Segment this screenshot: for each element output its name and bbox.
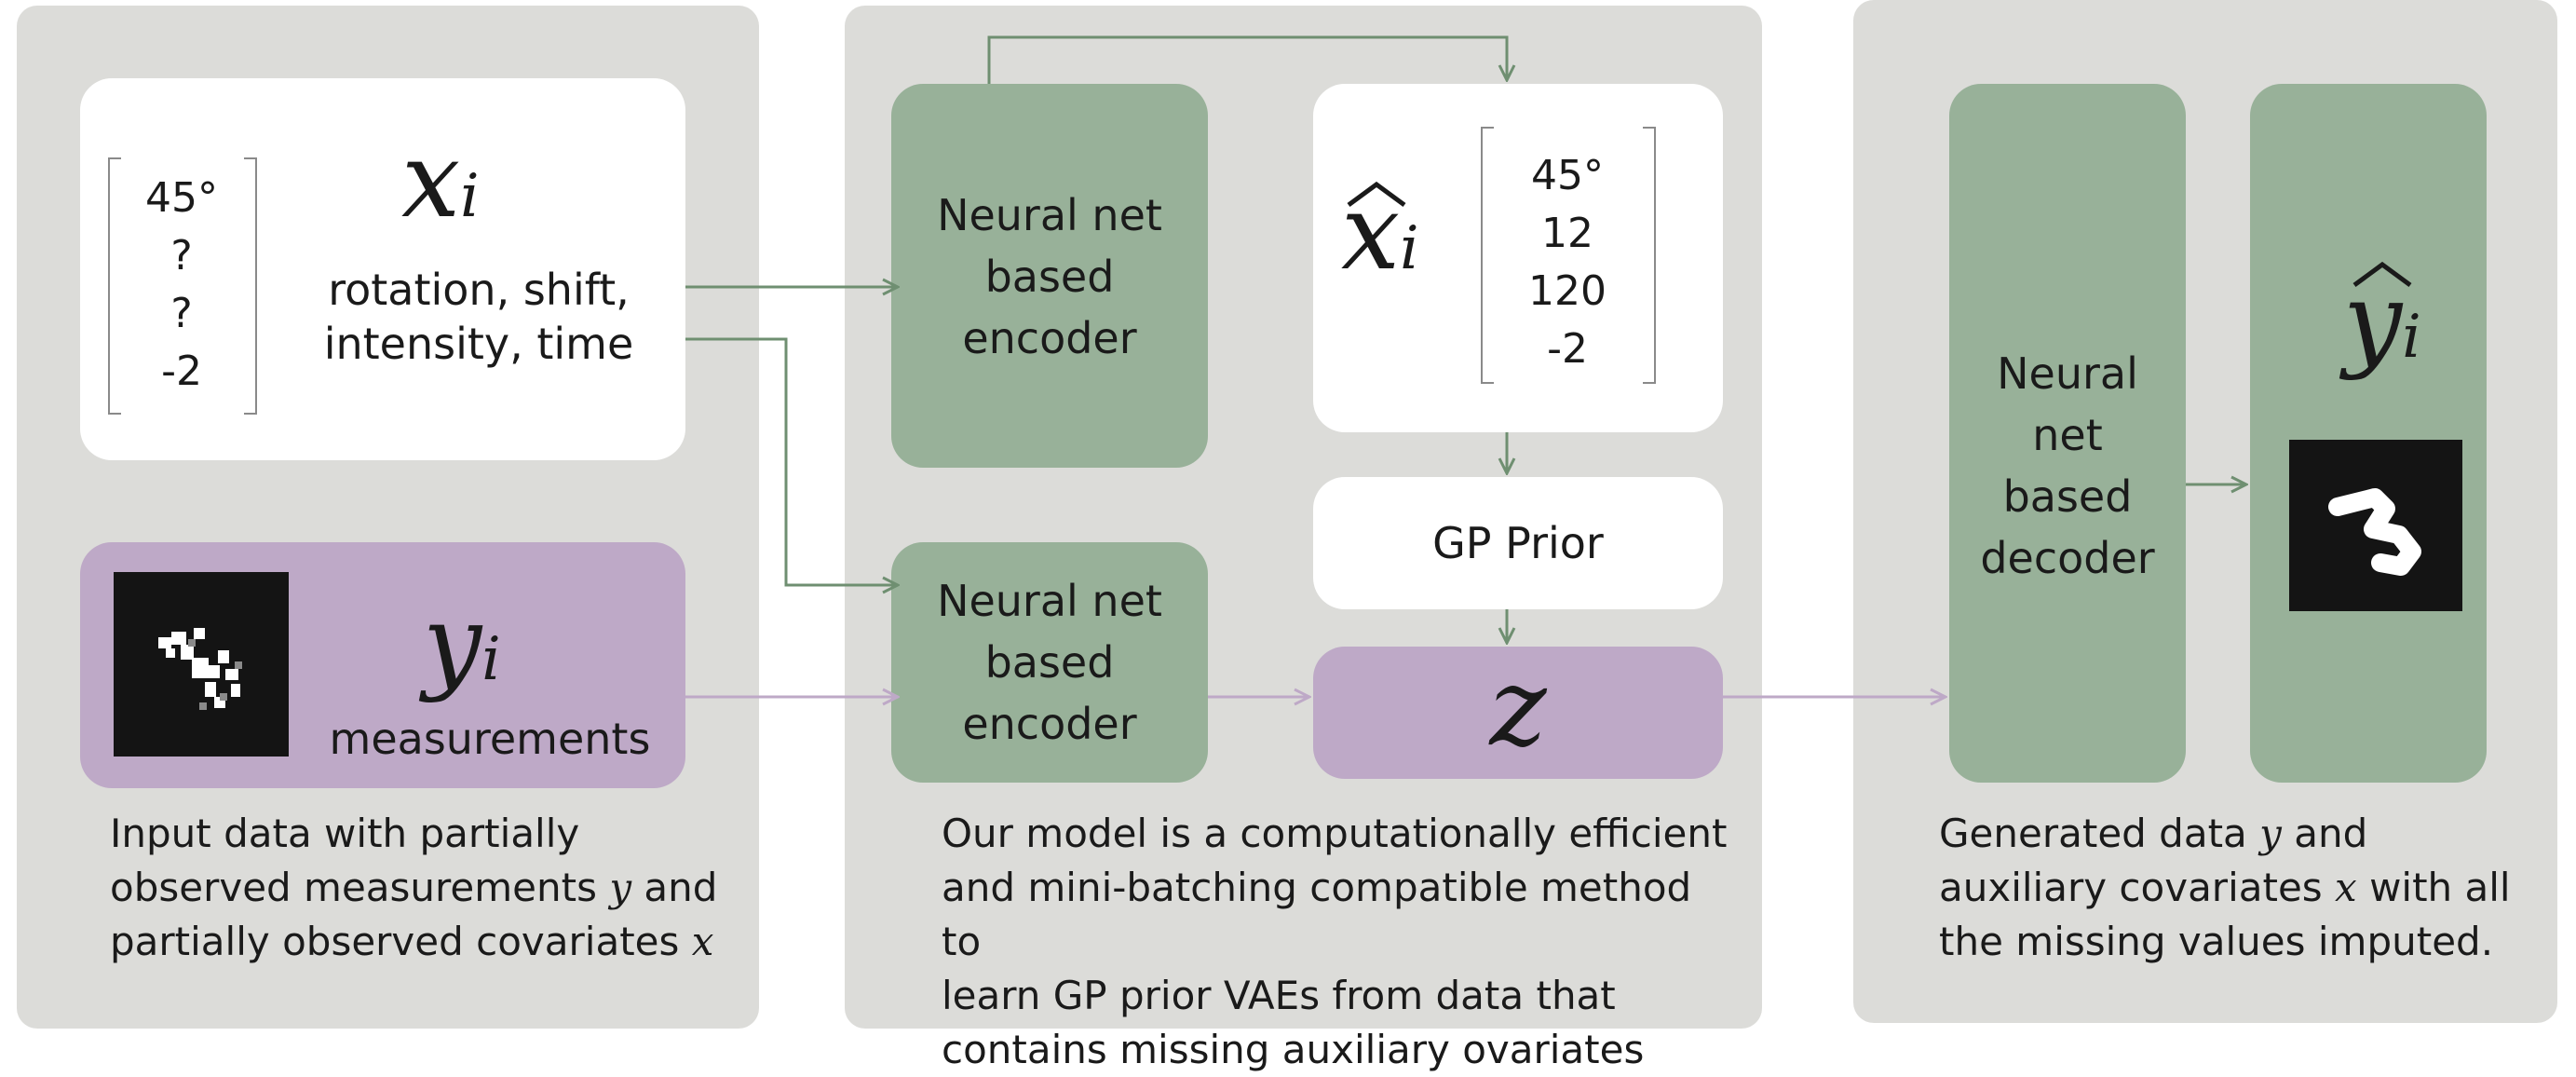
measurement-image	[114, 572, 289, 757]
generated-output-box: yi	[2250, 84, 2487, 783]
imputed-value: -2	[1547, 325, 1588, 373]
z-symbol: z	[1489, 645, 1547, 770]
x-i-symbol: xi	[401, 120, 480, 241]
encoder-covariates-box: Neural net based encoder	[891, 84, 1208, 468]
latent-z-box: z	[1313, 647, 1723, 779]
covariate-vector: 45° ? ? -2	[119, 170, 244, 401]
gp-prior-label: GP Prior	[1432, 518, 1604, 568]
output-caption: Generated data y and auxiliary covariate…	[1939, 811, 2511, 964]
imputed-value: 12	[1541, 210, 1593, 257]
connectors	[685, 35, 2576, 1030]
covariates-box: 45° ? ? -2 xi rotation, shift, intensity…	[80, 78, 685, 460]
hat-accent	[2352, 261, 2412, 288]
decoder-label: Neural net based decoder	[1980, 348, 2155, 583]
encoder-covariates-label: Neural net based encoder	[937, 190, 1162, 363]
covariate-value: 45°	[145, 174, 218, 222]
y-hat-i-symbol: yi	[2343, 261, 2421, 382]
imputed-vector: 45° 12 120 -2	[1492, 147, 1643, 378]
decoder-box: Neural net based decoder	[1949, 84, 2186, 783]
measurements-box: yi measurements	[80, 542, 685, 788]
covariate-value: ?	[170, 290, 193, 337]
gp-prior-box: GP Prior	[1313, 477, 1723, 609]
imputed-covariates-box: xi 45° 12 120 -2	[1313, 84, 1723, 432]
covariates-description: rotation, shift, intensity, time	[323, 265, 634, 369]
imputed-value: 120	[1528, 267, 1607, 315]
imputed-value: 45°	[1531, 152, 1604, 199]
measurements-label: measurements	[329, 714, 651, 764]
y-i-symbol: yi	[423, 583, 501, 704]
imputed-vector-bracket-left	[1481, 127, 1494, 384]
covariate-vector-bracket-right	[244, 157, 257, 415]
imputed-vector-bracket-right	[1643, 127, 1656, 384]
covariate-value: ?	[170, 232, 193, 279]
encoder-measurements-box: Neural net based encoder	[891, 542, 1208, 783]
hat-accent	[1347, 181, 1406, 208]
input-caption: Input data with partially observed measu…	[110, 811, 718, 964]
encoder-measurements-label: Neural net based encoder	[937, 576, 1162, 749]
arrow-covariates-to-measurement-encoder	[685, 337, 898, 585]
generated-image	[2289, 440, 2462, 611]
arrow-encoder-to-imputed	[987, 35, 1507, 84]
covariate-vector-bracket-left	[108, 157, 121, 415]
covariate-value: -2	[161, 348, 202, 395]
